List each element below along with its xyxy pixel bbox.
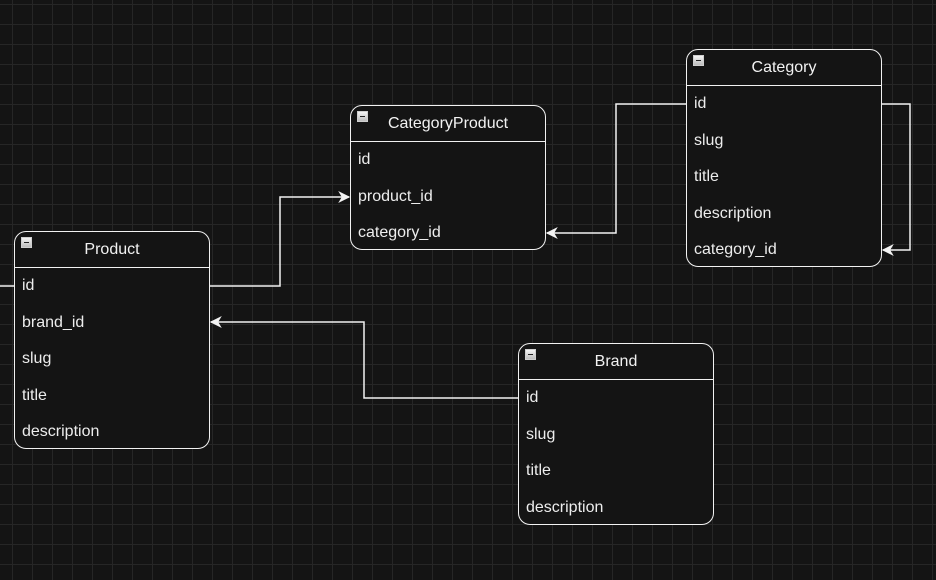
collapse-icon[interactable] <box>21 237 32 248</box>
relation-category-to-categoryproduct[interactable] <box>545 103 686 239</box>
entity-categoryproduct-title: CategoryProduct <box>387 115 509 132</box>
entity-product-title: Product <box>84 241 140 258</box>
field-slug[interactable]: slug <box>694 131 724 149</box>
entity-category-title: Category <box>751 59 817 76</box>
entity-categoryproduct-header[interactable]: CategoryProduct <box>351 106 545 142</box>
entity-brand-fields: id slug title description <box>519 380 713 526</box>
field-slug[interactable]: slug <box>22 350 52 367</box>
field-id[interactable]: id <box>358 151 371 168</box>
field-id[interactable]: id <box>694 95 707 112</box>
relation-product-to-categoryproduct[interactable] <box>210 191 351 287</box>
entity-brand[interactable]: Brand id slug title description <box>518 343 714 525</box>
field-description[interactable]: description <box>526 498 604 516</box>
entity-categoryproduct[interactable]: CategoryProduct id product_id category_i… <box>350 105 546 250</box>
field-category-id[interactable]: category_id <box>358 224 441 241</box>
field-title[interactable]: title <box>22 386 47 404</box>
relation-brand-to-product[interactable] <box>209 316 518 399</box>
field-description[interactable]: description <box>694 204 772 222</box>
field-brand-id[interactable]: brand_id <box>22 313 85 331</box>
field-title[interactable]: title <box>694 168 719 185</box>
field-category-id[interactable]: category_id <box>694 241 777 258</box>
relation-category-self[interactable] <box>881 103 911 256</box>
field-id[interactable]: id <box>526 389 539 406</box>
field-description[interactable]: description <box>22 423 100 440</box>
entity-brand-header[interactable]: Brand <box>519 344 713 380</box>
collapse-icon[interactable] <box>357 111 368 122</box>
entity-categoryproduct-fields: id product_id category_id <box>351 142 545 252</box>
entity-product-fields: id brand_id slug title description <box>15 268 209 451</box>
entity-brand-title: Brand <box>594 353 638 370</box>
field-id[interactable]: id <box>22 277 35 294</box>
collapse-icon[interactable] <box>525 349 536 360</box>
entity-category-fields: id slug title description category_id <box>687 86 881 269</box>
entity-product-header[interactable]: Product <box>15 232 209 268</box>
field-slug[interactable]: slug <box>526 425 556 443</box>
entity-product[interactable]: Product id brand_id slug title descripti… <box>14 231 210 449</box>
field-product-id[interactable]: product_id <box>358 187 433 205</box>
entity-category-header[interactable]: Category <box>687 50 881 86</box>
entity-category[interactable]: Category id slug title description categ… <box>686 49 882 267</box>
collapse-icon[interactable] <box>693 55 704 66</box>
field-title[interactable]: title <box>526 462 551 479</box>
